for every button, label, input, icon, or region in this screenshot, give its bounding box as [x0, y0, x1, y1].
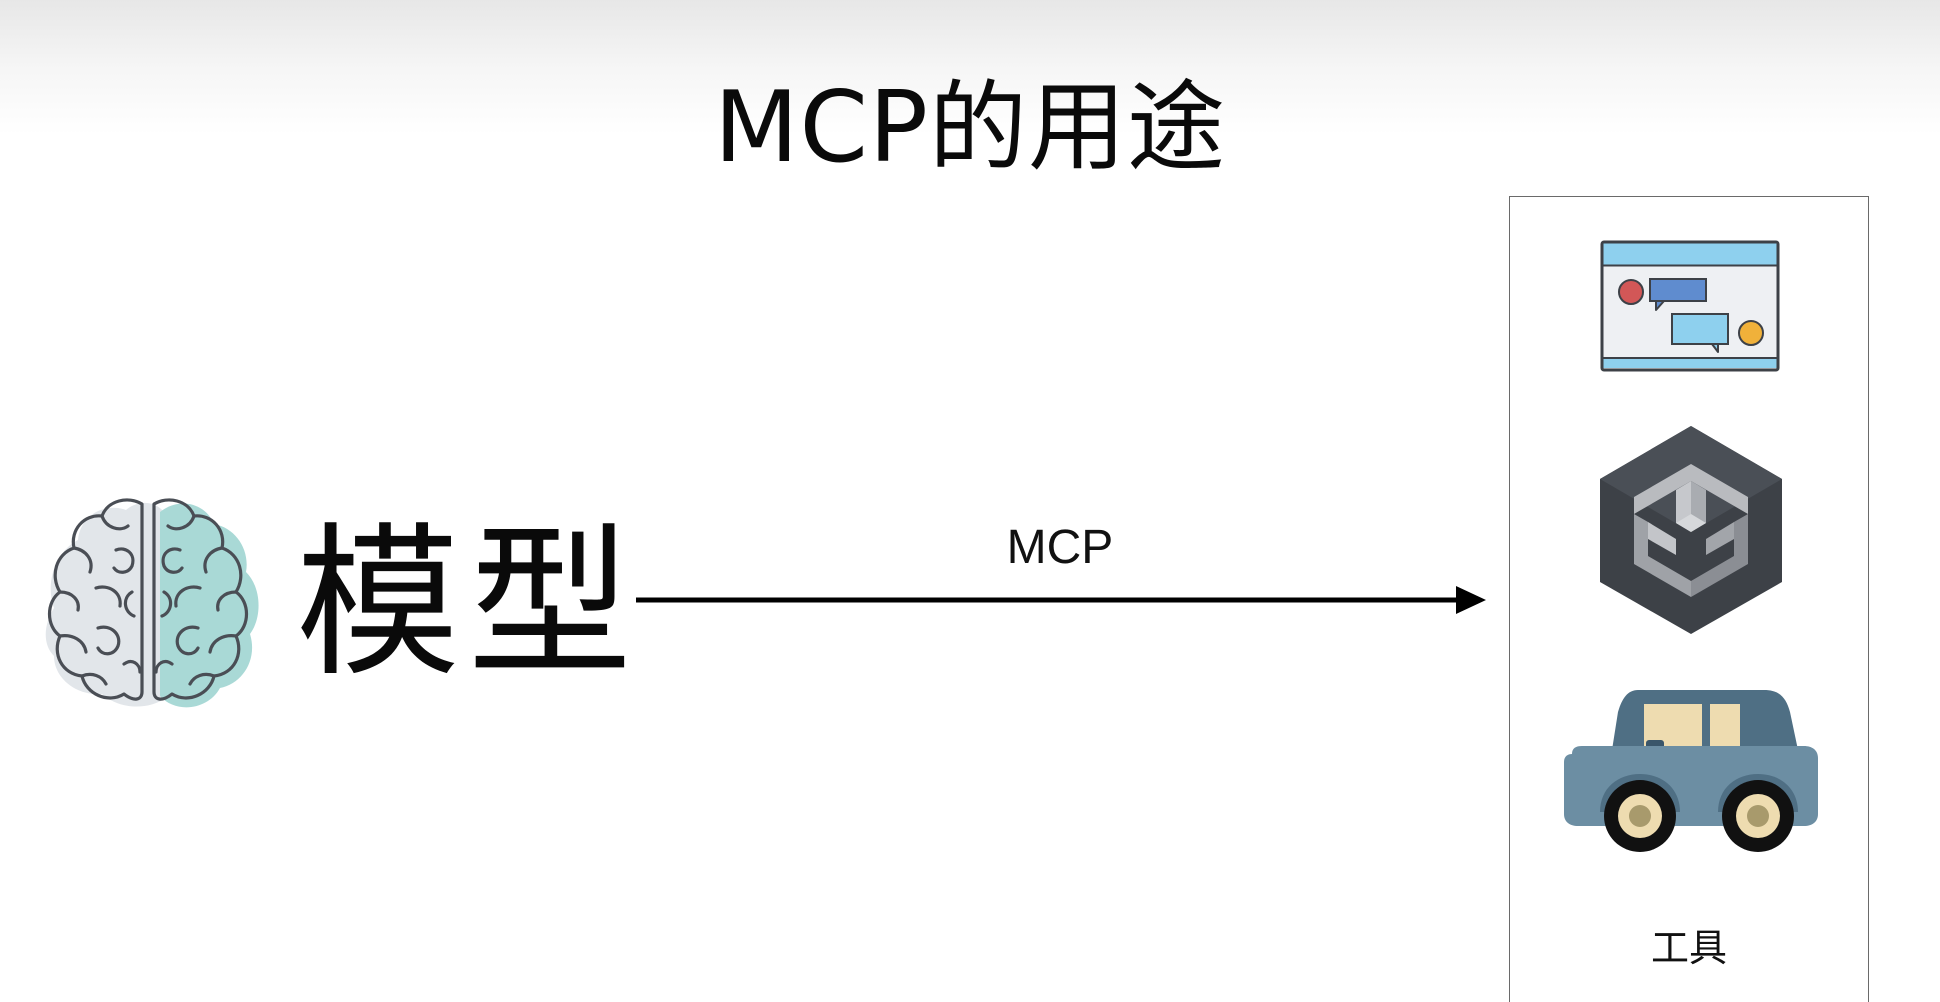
unity-cube-icon: [1600, 426, 1782, 634]
slide-title: MCP的用途: [713, 71, 1227, 185]
mcp-arrow-label: MCP: [1006, 521, 1114, 574]
car-icon: [1564, 690, 1818, 852]
tools-label: 工具: [1650, 926, 1727, 970]
model-label: 模型: [296, 508, 641, 699]
mcp-arrow: [636, 586, 1486, 614]
brain-icon: [45, 498, 259, 708]
chat-window-icon: [1600, 240, 1780, 372]
